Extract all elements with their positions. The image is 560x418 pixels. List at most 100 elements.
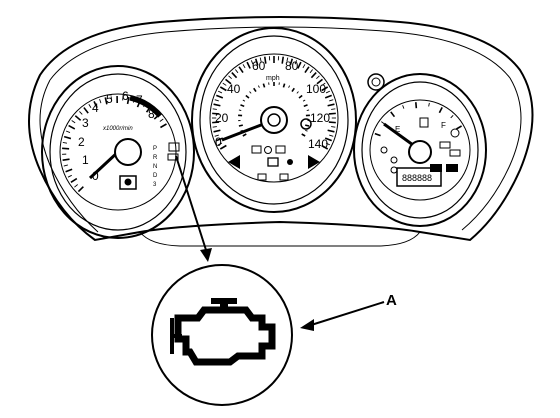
- speedometer-tick: [297, 61, 302, 69]
- speedometer-tick: [328, 121, 336, 124]
- speedometer-tick: [329, 134, 334, 137]
- speedometer-tick: [321, 82, 326, 86]
- tachometer-tick: [79, 111, 83, 115]
- speedometer-tick: [324, 94, 333, 99]
- speedometer-tick-label-80: 80: [285, 59, 299, 73]
- callout-a-label: A: [386, 292, 397, 309]
- fuel-gauge-tick: [450, 115, 454, 119]
- speedometer-inner-tick: [305, 124, 310, 127]
- speedometer-tick: [214, 99, 219, 102]
- speedometer-tick: [238, 66, 244, 74]
- speedometer-bezel-outer: [191, 27, 357, 213]
- speedometer-inner-tick: [240, 129, 243, 132]
- speedometer-tick: [212, 112, 220, 115]
- tachometer-bezel-outer: [41, 65, 195, 239]
- speedometer-tick: [246, 61, 251, 69]
- trip-reset-knob-center: [371, 77, 381, 87]
- speedometer-tick: [219, 86, 227, 92]
- tachometer-tick: [83, 107, 89, 114]
- callout-a-leader: [307, 301, 385, 327]
- fuel-gauge-empty-label: E: [395, 125, 400, 134]
- callout-a-arrowhead: [300, 319, 314, 331]
- speedometer: 0 20 40 60 80 100 120 140 mph: [191, 27, 357, 213]
- tachometer-tick: [110, 96, 113, 101]
- fuel-gauge-tick: [428, 102, 430, 107]
- tachometer-tick-label-0: 0: [92, 169, 99, 183]
- fuel-gauge-tick: [402, 105, 405, 109]
- speedometer-inner-tick-marks: [238, 82, 310, 137]
- fuel-gauge-full-label: F: [441, 121, 446, 130]
- leader-line: [175, 155, 207, 251]
- tachometer-redline: [129, 95, 162, 118]
- speedometer-tick-label-40: 40: [227, 82, 241, 96]
- tachometer-tick-label-4: 4: [92, 101, 99, 115]
- speedometer-inner-tick: [296, 91, 299, 94]
- speedometer-tick: [225, 78, 232, 85]
- odometer-display: [396, 167, 442, 187]
- tachometer-tick: [71, 120, 76, 124]
- speedometer-tick: [309, 69, 314, 74]
- speedometer-indicator-row: [251, 145, 286, 154]
- security-indicator-icon: [287, 159, 293, 165]
- tachometer-tick-label-1: 1: [82, 153, 89, 167]
- cruise-indicator-icon: [257, 173, 267, 181]
- speedometer-tick: [316, 75, 320, 80]
- tachometer-small-indicator: [167, 153, 179, 161]
- speedometer-tick: [281, 56, 285, 64]
- magnifier-circle: [151, 264, 293, 406]
- tachometer-indicator-dot: [124, 178, 132, 186]
- speedometer-tick-label-0: 0: [215, 135, 222, 149]
- speedometer-inner-tick: [302, 99, 306, 102]
- fuel-gauge-tick: [415, 102, 418, 109]
- tachometer-needle: [88, 150, 120, 180]
- turn-signal-left-icon: [228, 155, 240, 169]
- tachometer-tick: [93, 101, 98, 109]
- tachometer-tick: [104, 97, 108, 105]
- fuel-gauge-tick: [390, 111, 396, 118]
- speedometer-inner-tick: [253, 87, 257, 93]
- gear-letter-3: 3: [153, 182, 157, 188]
- speedometer-tick: [331, 126, 336, 128]
- speedometer-tick: [219, 144, 227, 150]
- check-engine-small-icon: [168, 142, 180, 152]
- seatbelt-indicator-icon: [251, 145, 262, 154]
- tachometer-tick: [159, 118, 164, 122]
- tachometer-tick-marks: [62, 95, 167, 193]
- speedometer-tick: [215, 94, 224, 99]
- tachometer-tick-label-7: 7: [136, 93, 143, 107]
- check-engine-icon: [170, 298, 276, 366]
- oil-warning-icon: [390, 156, 398, 164]
- fuel-gauge-bezel-outer: [353, 73, 487, 227]
- speedometer-tick: [325, 90, 331, 94]
- speedometer-tick: [327, 103, 335, 107]
- speedometer-tick: [242, 64, 246, 69]
- speedometer-unit-label: mph: [266, 75, 280, 82]
- tachometer-tick: [74, 184, 78, 188]
- trunk-warning-icon: [449, 149, 461, 157]
- abs-indicator-icon: [279, 173, 289, 181]
- tachometer-tick: [74, 115, 82, 121]
- speedometer-tick: [263, 56, 267, 64]
- speedometer-tick-label-20: 20: [215, 111, 229, 125]
- fuel-gauge-tick: [381, 121, 385, 125]
- speedometer-inner-tick: [301, 133, 306, 137]
- tachometer-tick: [65, 168, 73, 173]
- tachometer-tick: [65, 130, 71, 133]
- tachometer-indicator-icon: [119, 175, 137, 190]
- tachometer-tick: [68, 124, 76, 130]
- speedometer-tick: [213, 103, 221, 107]
- tachometer-tick-label-2: 2: [78, 135, 85, 149]
- speedometer-tick-label-140: 140: [308, 137, 328, 151]
- temp-warning-icon: [380, 146, 388, 154]
- speedometer-tick: [254, 58, 259, 66]
- high-beam-indicator-icon: [267, 157, 279, 167]
- speedometer-hub: [260, 106, 288, 134]
- speedometer-inner-tick: [291, 87, 295, 93]
- odometer-readout: 888888: [402, 173, 432, 183]
- fuel-gauge-hub: [408, 140, 432, 164]
- speedometer-tick-marks: [212, 56, 336, 150]
- speedometer-tick-label-100: 100: [306, 82, 326, 96]
- speedometer-inner-tick: [240, 104, 245, 108]
